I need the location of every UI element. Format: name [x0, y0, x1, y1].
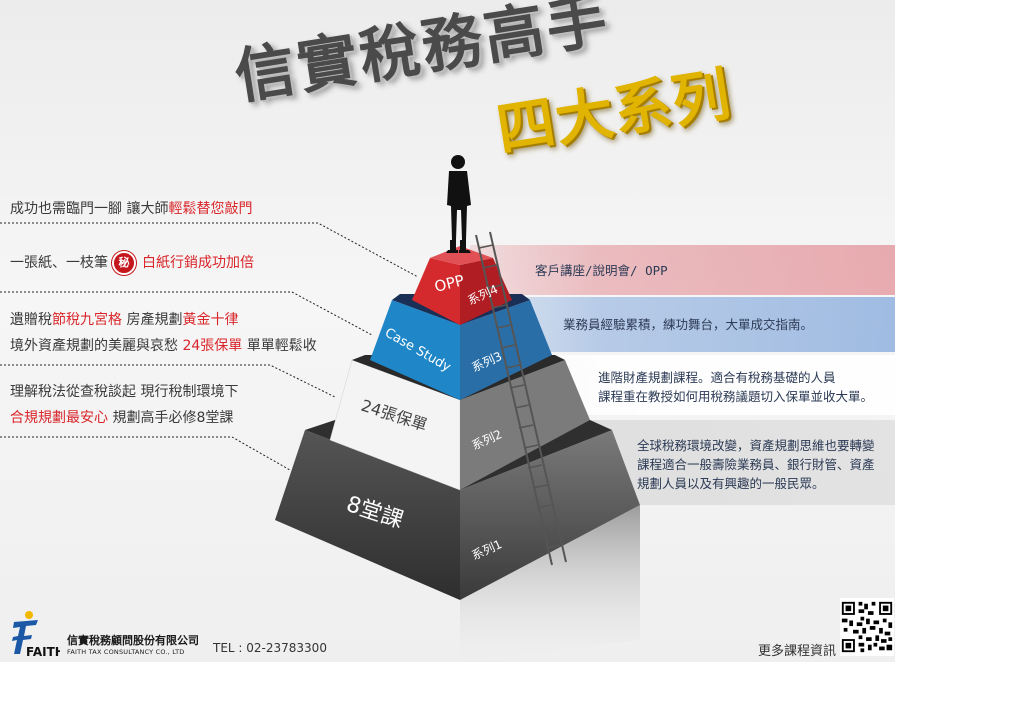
band2-text-1: 進階財產規劃課程。適合有稅務基礎的人員: [598, 370, 836, 385]
businessman-silhouette-icon: [446, 155, 471, 253]
note-5: 理解稅法從查稅談起 現行稅制環境下: [10, 384, 239, 400]
note-4: 境外資產規劃的美麗與哀愁 24張保單 單單輕鬆收: [10, 338, 317, 354]
qr-code-icon[interactable]: [840, 598, 894, 656]
band-series4: [470, 245, 895, 295]
note-2: 一張紙、一枝筆秘白紙行銷成功加倍: [10, 251, 254, 275]
note-3: 遺贈稅節稅九宮格 房產規劃黃金十律: [10, 312, 239, 328]
band4-text: 客戶講座/說明會/ OPP: [535, 263, 668, 278]
company-name-en: FAITH TAX CONSULTANCY CO., LTD: [67, 648, 185, 656]
company-name-zh: 信實稅務顧問股份有限公司: [67, 634, 199, 647]
svg-text:FAITH: FAITH: [26, 645, 60, 659]
poster: 信實稅務高手 四大系列 客戶講座/說明會/ OPP 業務員經驗累積，練功舞台，大…: [0, 0, 895, 662]
band1-text-1: 全球稅務環境改變，資產規劃思維也要轉變: [637, 438, 875, 453]
faith-logo-icon: FAITH: [12, 611, 60, 659]
note-1: 成功也需臨門一腳 讓大師輕鬆替您敲門: [10, 201, 253, 217]
band1-text-2: 課程適合一般壽險業務員、銀行財管、資產: [637, 457, 875, 472]
band3-text: 業務員經驗累積，練功舞台，大單成交指南。: [563, 317, 814, 332]
band2-text-2: 課程重在教授如何用稅務議題切入保單並收大單。: [598, 389, 874, 404]
telephone: TEL : 02-23783300: [213, 641, 327, 655]
secret-seal-icon: 秘: [112, 251, 136, 275]
more-course-info: 更多課程資訊: [758, 644, 837, 659]
note-6: 合規規劃最安心 規劃高手必修8堂課: [10, 410, 234, 426]
ladder-icon: [475, 231, 567, 566]
band1-text-3: 規劃人員以及有興趣的一般民眾。: [637, 476, 825, 491]
pyramid-graphic: OPP 系列4 Case Study 系列3 24張保單 系列2 8堂課 系列1: [0, 155, 640, 662]
